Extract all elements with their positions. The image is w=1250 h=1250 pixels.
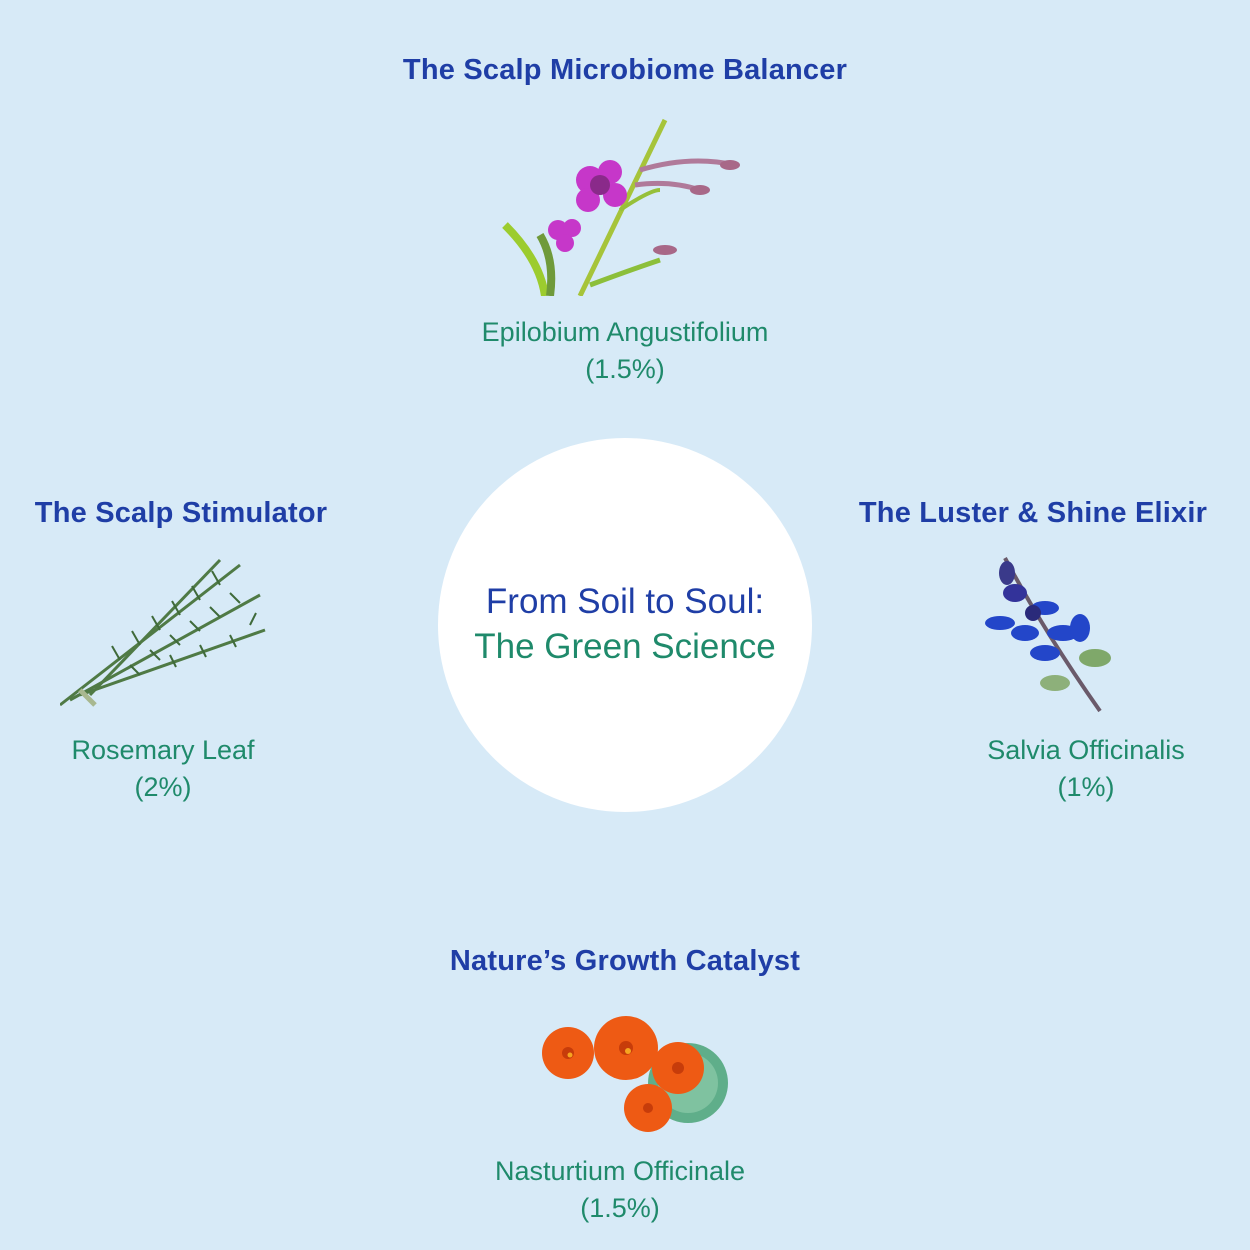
center-circle: From Soil to Soul: The Green Science <box>438 438 812 812</box>
ingredient-percent: (1.5%) <box>585 354 665 384</box>
center-heading-line2: The Green Science <box>474 627 776 666</box>
fireweed-flower-icon <box>502 118 740 296</box>
salvia-flower-icon <box>985 557 1111 713</box>
ingredient-label-left: Rosemary Leaf (2%) <box>71 732 254 806</box>
ingredient-title-top: The Scalp Microbiome Balancer <box>402 54 848 86</box>
nasturtium-flower-icon <box>542 1016 728 1132</box>
ingredient-label-bottom: Nasturtium Officinale (1.5%) <box>495 1153 745 1227</box>
ingredient-percent: (2%) <box>134 772 192 802</box>
ingredient-label-right: Salvia Officinalis (1%) <box>987 732 1185 806</box>
ingredient-name: Rosemary Leaf <box>71 735 255 765</box>
ingredient-title-left: The Scalp Stimulator <box>34 497 328 529</box>
ingredient-percent: (1%) <box>1057 772 1115 802</box>
center-heading-line1: From Soil to Soul: <box>485 582 765 621</box>
rosemary-sprig-icon <box>60 558 266 707</box>
ingredient-percent: (1.5%) <box>580 1193 660 1223</box>
ingredient-name: Nasturtium Officinale <box>494 1156 746 1186</box>
ingredient-name: Epilobium Angustifolium <box>481 317 769 347</box>
ingredient-title-bottom: Nature’s Growth Catalyst <box>449 945 801 977</box>
ingredient-title-right: The Luster & Shine Elixir <box>858 497 1208 529</box>
ingredient-label-top: Epilobium Angustifolium (1.5%) <box>482 314 769 388</box>
ingredient-name: Salvia Officinalis <box>987 735 1185 765</box>
